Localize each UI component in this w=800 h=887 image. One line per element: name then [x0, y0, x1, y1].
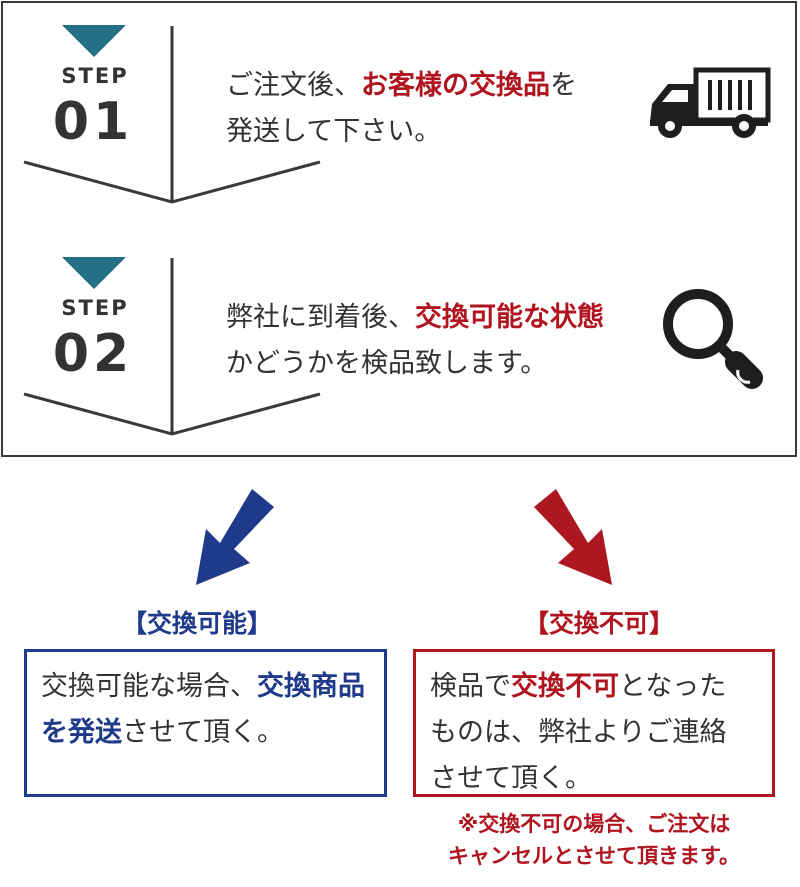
result-impossible-title: 【交換不可】	[524, 609, 675, 638]
step-02-number: 02	[52, 324, 134, 384]
note-line2: キャンセルとさせて頂きます。	[413, 840, 775, 872]
step-02-marker	[62, 257, 126, 289]
result-impossible-line1-post: となった	[619, 671, 727, 702]
step-02-line1-pre: 弊社に到着後、	[226, 302, 415, 333]
result-impossible-text: 検品で交換不可となった ものは、弊社よりご連絡 させて頂く。	[430, 664, 726, 802]
step-02-line1: 弊社に到着後、交換可能な状態	[226, 295, 604, 341]
result-possible-line1: 交換可能な場合、交換商品	[41, 664, 365, 710]
step-01-line1-pre: ご注文後、	[226, 70, 361, 101]
magnifier-icon	[663, 289, 763, 389]
result-impossible-box: 検品で交換不可となった ものは、弊社よりご連絡 させて頂く。	[413, 649, 775, 797]
step-01-number: 01	[52, 92, 134, 152]
step-02-label: STEP	[61, 296, 129, 320]
step-01-line1: ご注文後、お客様の交換品を	[226, 63, 577, 109]
result-impossible-line3: させて頂く。	[430, 763, 592, 794]
step-02-line1-highlight: 交換可能な状態	[415, 302, 604, 333]
steps-frame	[1, 1, 797, 457]
note-line2-highlight: キャンセル	[448, 844, 554, 868]
step-02-text: 弊社に到着後、交換可能な状態 かどうかを検品致します。	[226, 295, 604, 387]
result-impossible-line1-pre: 検品で	[430, 671, 511, 702]
arrow-impossible-icon	[534, 489, 612, 585]
result-impossible-line1-highlight: 交換不可	[511, 671, 619, 702]
result-impossible-line2: ものは、弊社よりご連絡	[430, 717, 727, 748]
result-possible-line1-pre: 交換可能な場合、	[41, 671, 257, 702]
step-01-text: ご注文後、お客様の交換品を 発送して下さい。	[226, 63, 577, 155]
truck-icon	[650, 67, 771, 138]
arrow-possible-icon	[196, 489, 274, 585]
result-possible-title: 【交換可能】	[122, 609, 273, 638]
note-line1: ※交換不可の場合、ご注文は	[413, 808, 775, 840]
cancellation-note: ※交換不可の場合、ご注文は キャンセルとさせて頂きます。	[413, 808, 775, 872]
note-line2-post: とさせて頂きます。	[553, 844, 740, 868]
result-possible-line2-post: させて頂く。	[122, 717, 284, 748]
step-02-line2: かどうかを検品致します。	[226, 348, 548, 379]
result-possible-line2: を発送させて頂く。	[41, 710, 365, 756]
note-line1-highlight: ※交換不可	[457, 812, 563, 836]
step-01-marker	[62, 25, 126, 57]
step-01-line1-highlight: お客様の交換品	[361, 70, 550, 101]
step-02-arrow-line	[23, 258, 321, 436]
step-01-arrow-line	[23, 26, 321, 204]
result-impossible-line1: 検品で交換不可となった	[430, 664, 726, 710]
note-line1-post: の場合、ご注文は	[562, 812, 731, 836]
step-01-line1-post: を	[550, 70, 577, 101]
step-01-label: STEP	[61, 64, 129, 88]
step-01-line2: 発送して下さい。	[226, 116, 442, 147]
result-possible-line2-highlight: を発送	[41, 717, 122, 748]
result-possible-box: 交換可能な場合、交換商品 を発送させて頂く。	[24, 649, 387, 797]
result-possible-line1-highlight: 交換商品	[257, 671, 365, 702]
result-possible-text: 交換可能な場合、交換商品 を発送させて頂く。	[41, 664, 365, 756]
